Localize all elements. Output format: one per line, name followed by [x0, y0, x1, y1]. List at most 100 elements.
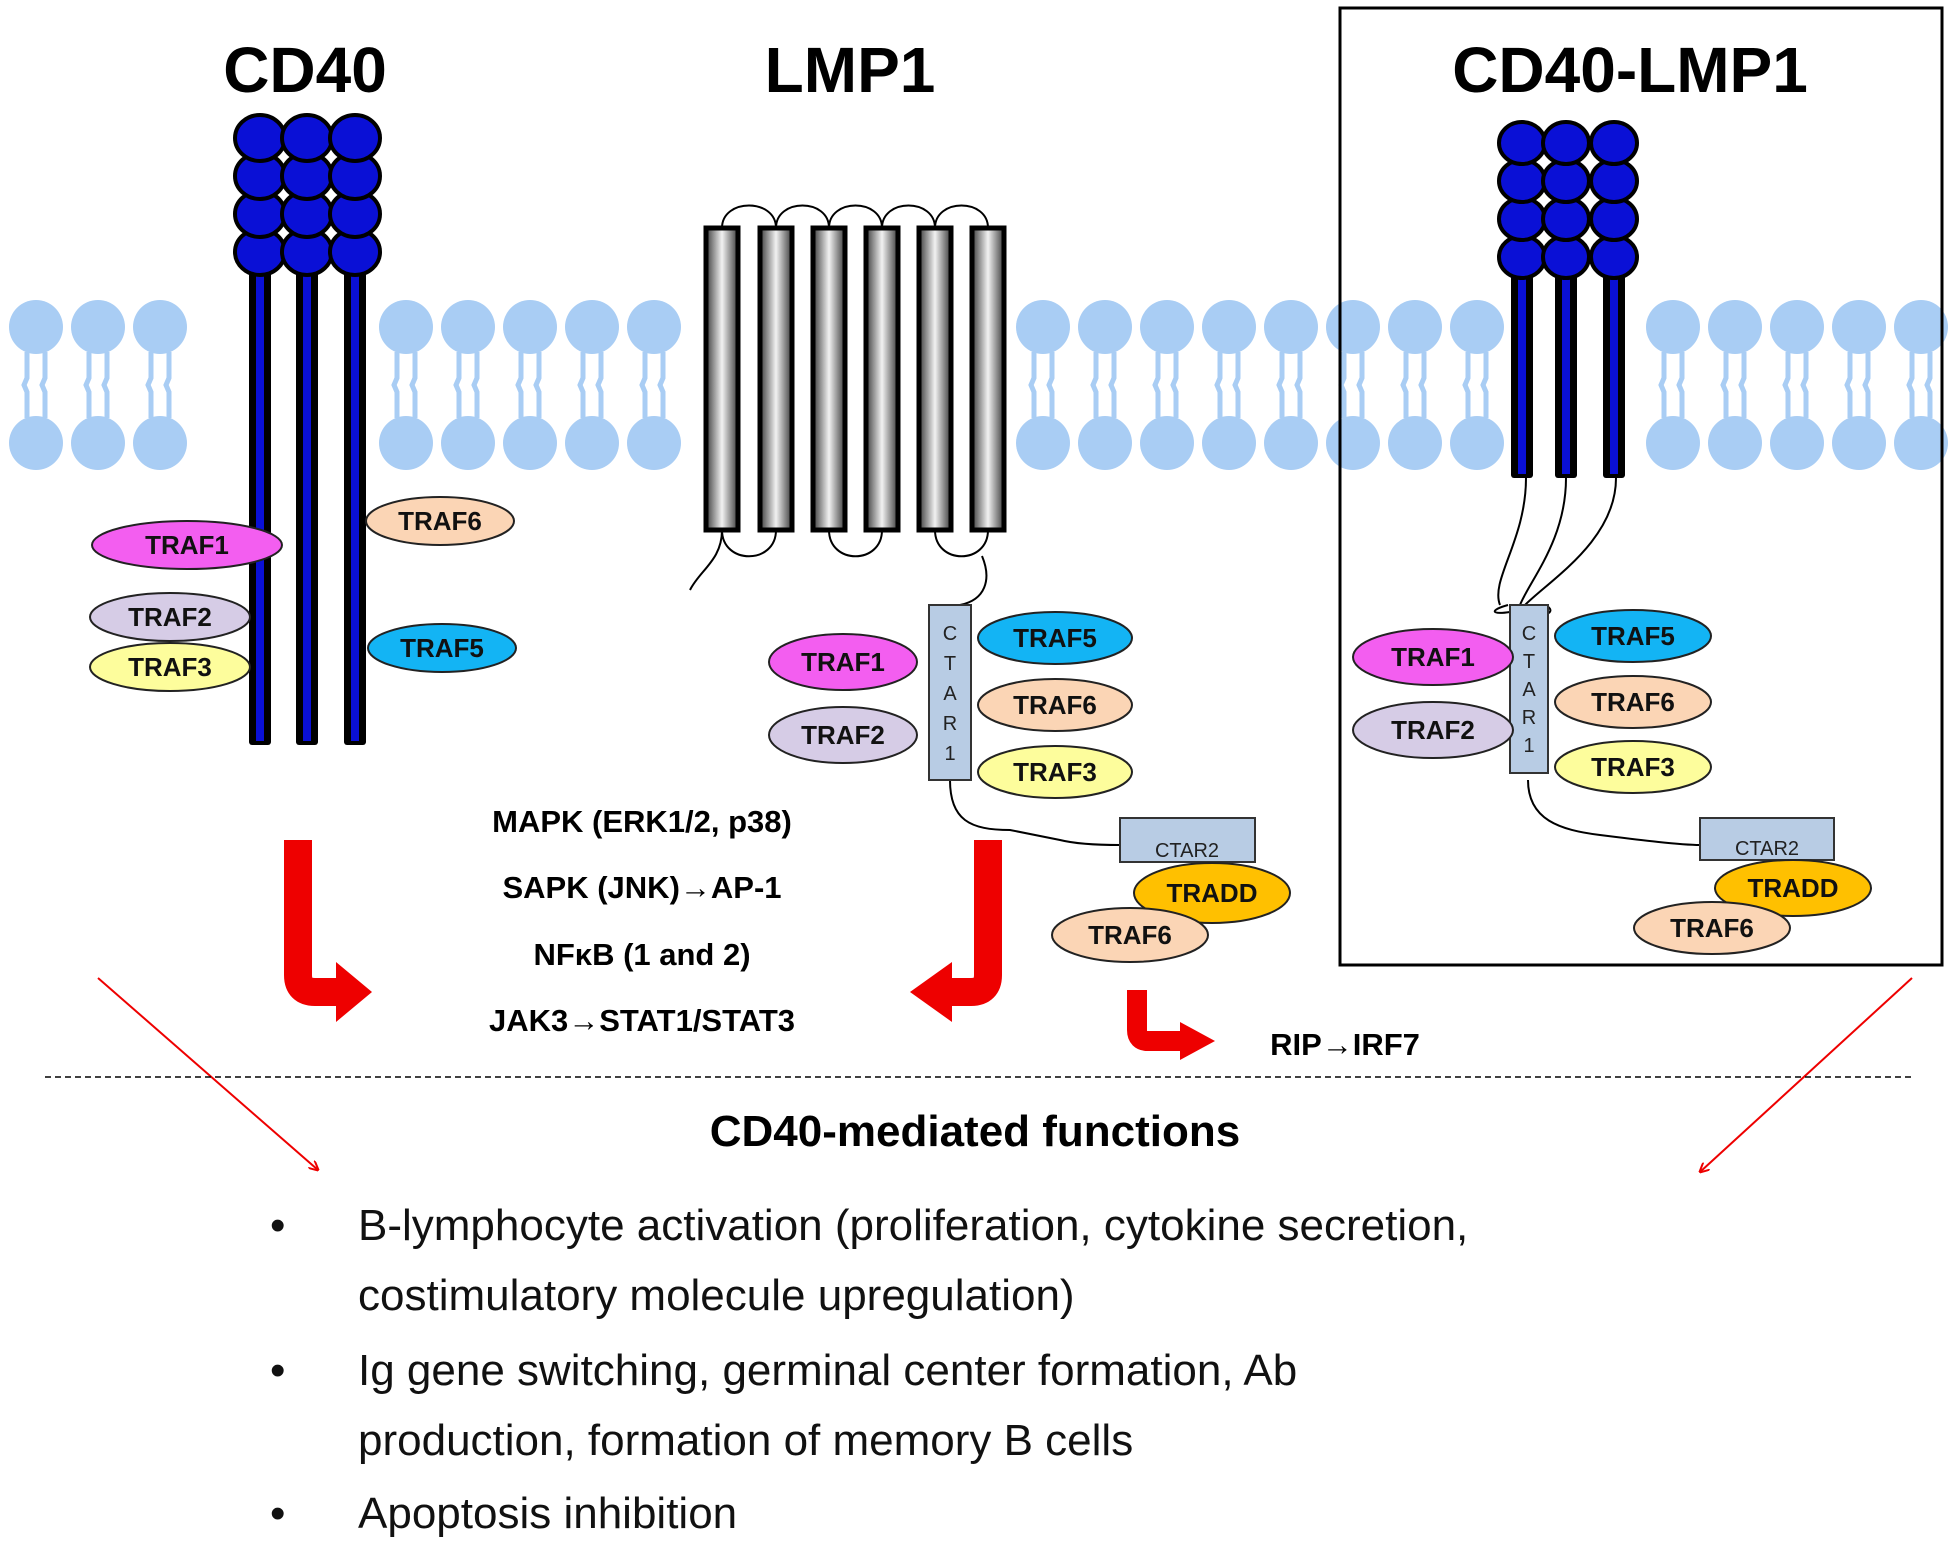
cd40-traf1: TRAF1: [91, 520, 283, 570]
lmp1-ctar2: CTAR2: [1119, 817, 1256, 863]
svg-text:TRAF6: TRAF6: [398, 506, 482, 536]
lmp1-transmembrane-domains: [689, 204, 1007, 591]
phospholipid: [1770, 300, 1824, 470]
receptor-domain: [1541, 120, 1591, 166]
cd40-lmp1-title: CD40-LMP1: [1452, 34, 1808, 106]
lmp1-signal-arrow: [910, 840, 1002, 1022]
svg-text:TRAF3: TRAF3: [1591, 752, 1675, 782]
svg-text:A: A: [1522, 679, 1536, 701]
receptor-domain: [1589, 120, 1639, 166]
svg-text:TRAF1: TRAF1: [801, 647, 885, 677]
phospholipid: [503, 300, 557, 470]
phospholipid: [71, 300, 125, 470]
svg-text:1: 1: [1523, 735, 1534, 757]
phospholipid: [1140, 300, 1194, 470]
signal-sapk: SAPK (JNK)→AP-1: [502, 870, 781, 905]
hybrid-ctar2-traf6: TRAF6: [1633, 901, 1791, 955]
phospholipid: [1646, 300, 1700, 470]
receptor-domain: [1589, 158, 1639, 204]
receptor-domain: [1497, 120, 1547, 166]
phospholipid: [1708, 300, 1762, 470]
cd40-receptor: [233, 113, 382, 745]
hybrid-traf6: TRAF6: [1554, 675, 1712, 729]
svg-text:TRAF1: TRAF1: [1391, 642, 1475, 672]
ctar2-signal-arrow: [1127, 990, 1215, 1060]
svg-text:CTAR2: CTAR2: [1735, 838, 1799, 860]
svg-text:R: R: [943, 713, 957, 735]
hybrid-traf2: TRAF2: [1352, 701, 1514, 759]
lmp1-tradd: TRADD: [1133, 862, 1291, 924]
svg-text:1: 1: [944, 743, 955, 765]
lmp1-ctar1: C T A R 1: [928, 604, 972, 781]
phospholipid: [565, 300, 619, 470]
hybrid-traf3: TRAF3: [1554, 740, 1712, 794]
hybrid-traf1: TRAF1: [1352, 628, 1514, 686]
function-line-3: Ig gene switching, germinal center forma…: [358, 1346, 1297, 1395]
svg-text:TRAF5: TRAF5: [1591, 621, 1675, 651]
lmp1-cytoplasmic-tail: [949, 555, 1121, 846]
svg-text:CTAR2: CTAR2: [1155, 840, 1219, 862]
receptor-domain: [233, 113, 287, 163]
lmp1-traf3: TRAF3: [977, 745, 1133, 799]
phospholipid: [1264, 300, 1318, 470]
function-line-4: production, formation of memory B cells: [358, 1416, 1133, 1465]
svg-text:TRAF2: TRAF2: [1391, 715, 1475, 745]
signal-jak3: JAK3→STAT1/STAT3: [489, 1003, 795, 1038]
svg-text:T: T: [944, 653, 956, 675]
functions-title: CD40-mediated functions: [710, 1107, 1241, 1156]
hybrid-tradd: TRADD: [1714, 859, 1872, 917]
svg-text:TRAF2: TRAF2: [801, 720, 885, 750]
svg-text:C: C: [943, 623, 957, 645]
phospholipid: [1388, 300, 1442, 470]
lmp1-ctar2-traf6: TRAF6: [1051, 907, 1209, 963]
receptor-domain: [1497, 196, 1547, 242]
phospholipid: [441, 300, 495, 470]
phospholipid: [1078, 300, 1132, 470]
svg-text:TRAF6: TRAF6: [1670, 913, 1754, 943]
receptor-domain: [1541, 234, 1591, 280]
transmembrane-helix: [703, 225, 741, 533]
svg-text:TRAF6: TRAF6: [1088, 920, 1172, 950]
phospholipid: [1016, 300, 1070, 470]
lmp1-loops: [689, 204, 989, 591]
svg-text:TRAF5: TRAF5: [1013, 623, 1097, 653]
cd40-traf6: TRAF6: [365, 496, 515, 546]
function-line-2: costimulatory molecule upregulation): [358, 1271, 1075, 1320]
transmembrane-helix: [969, 225, 1007, 533]
hybrid-traf5: TRAF5: [1554, 609, 1712, 663]
transmembrane-helix: [757, 225, 795, 533]
phospholipid: [1450, 300, 1504, 470]
svg-text:T: T: [1523, 651, 1535, 673]
signal-mapk: MAPK (ERK1/2, p38): [492, 804, 792, 839]
function-line-5: Apoptosis inhibition: [358, 1489, 737, 1538]
svg-text:C: C: [1522, 623, 1536, 645]
cell-membrane: [9, 300, 1948, 470]
svg-text:TRAF6: TRAF6: [1013, 690, 1097, 720]
cd40-lmp1-receptor: [1497, 120, 1639, 478]
svg-text:TRAF5: TRAF5: [400, 633, 484, 663]
cd40-function-arrow: [97, 977, 318, 1170]
hybrid-function-arrow: [1700, 977, 1913, 1172]
phospholipid: [1894, 300, 1948, 470]
cd40-title: CD40: [223, 34, 387, 106]
receptor-domain: [1497, 158, 1547, 204]
svg-text:TRADD: TRADD: [1167, 878, 1258, 908]
phospholipid: [9, 300, 63, 470]
cd40-lmp1-panel-frame: [1338, 6, 1944, 967]
phospholipid: [379, 300, 433, 470]
phospholipid: [1202, 300, 1256, 470]
receptor-domain: [280, 113, 334, 163]
receptor-domain: [1541, 196, 1591, 242]
svg-text:TRAF2: TRAF2: [128, 602, 212, 632]
receptor-domain: [1541, 158, 1591, 204]
svg-text:TRAF3: TRAF3: [1013, 757, 1097, 787]
lmp1-traf5: TRAF5: [977, 611, 1133, 665]
transmembrane-helix: [810, 225, 848, 533]
lmp1-title: LMP1: [765, 34, 936, 106]
lmp1-traf1: TRAF1: [768, 633, 918, 691]
svg-text:TRADD: TRADD: [1748, 873, 1839, 903]
receptor-domain: [1589, 234, 1639, 280]
phospholipid: [627, 300, 681, 470]
hybrid-linker-tails: [1493, 477, 1701, 846]
